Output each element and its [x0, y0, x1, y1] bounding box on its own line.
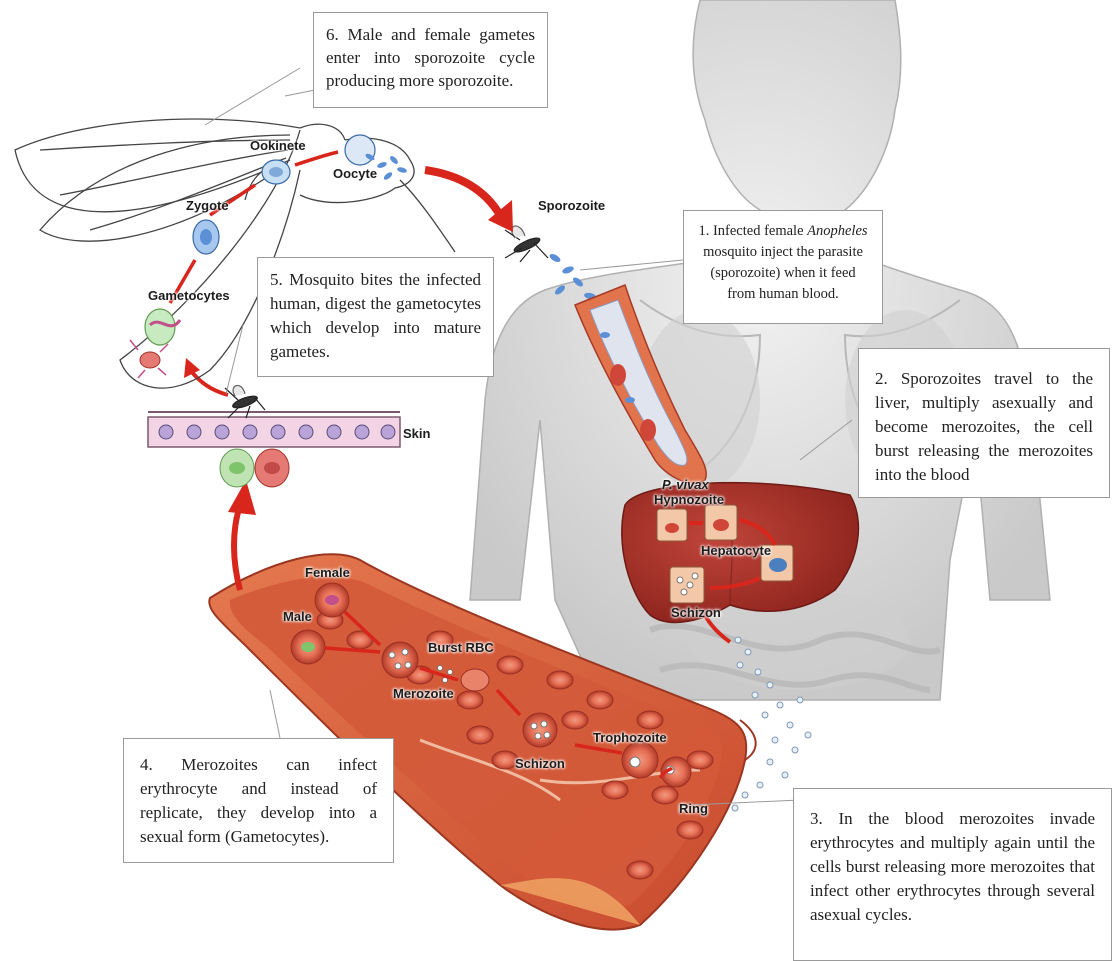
- label-schizon-blood: Schizon: [515, 756, 565, 771]
- arrow-to-skin: [228, 480, 256, 590]
- label-gametocytes: Gametocytes: [148, 288, 230, 303]
- label-burst-rbc: Burst RBC: [428, 640, 494, 655]
- gametocyte-cells-skin: [220, 449, 289, 487]
- mosquito-human: [505, 226, 548, 262]
- label-hypnozoite: Hypnozoite: [654, 492, 724, 507]
- note-1-infected-mosquito: 1. Infected female Anopheles mosquito in…: [683, 210, 883, 324]
- label-ookinete: Ookinete: [250, 138, 306, 153]
- label-p-vivax: P. vivax: [662, 477, 709, 492]
- label-merozoite: Merozoite: [393, 686, 454, 701]
- note-3-blood-merozoites: 3. In the blood merozoites invade erythr…: [793, 788, 1112, 961]
- note-4-sexual-form: 4. Merozoites can infect erythrocyte and…: [123, 738, 394, 863]
- skin-layer: [148, 412, 400, 447]
- label-schizon-liver: Schizon: [671, 605, 721, 620]
- label-sporozoite: Sporozoite: [538, 198, 605, 213]
- label-skin: Skin: [403, 426, 430, 441]
- note-2-sporozoites-liver: 2. Sporozoites travel to the liver, mult…: [858, 348, 1110, 498]
- label-female: Female: [305, 565, 350, 580]
- big-arrow-to-human: [425, 170, 513, 232]
- label-male: Male: [283, 609, 312, 624]
- note-5-mosquito-bite: 5. Mosquito bites the infected human, di…: [257, 257, 494, 377]
- label-trophozoite: Trophozoite: [593, 730, 667, 745]
- mosquito-skin: [225, 385, 265, 418]
- note-6-gametes: 6. Male and female gametes enter into sp…: [313, 12, 548, 108]
- label-hepatocyte: Hepatocyte: [701, 543, 771, 558]
- arrow-skin-to-gut: [184, 358, 228, 395]
- label-ring: Ring: [679, 801, 708, 816]
- label-zygote: Zygote: [186, 198, 229, 213]
- label-oocyte: Oocyte: [333, 166, 377, 181]
